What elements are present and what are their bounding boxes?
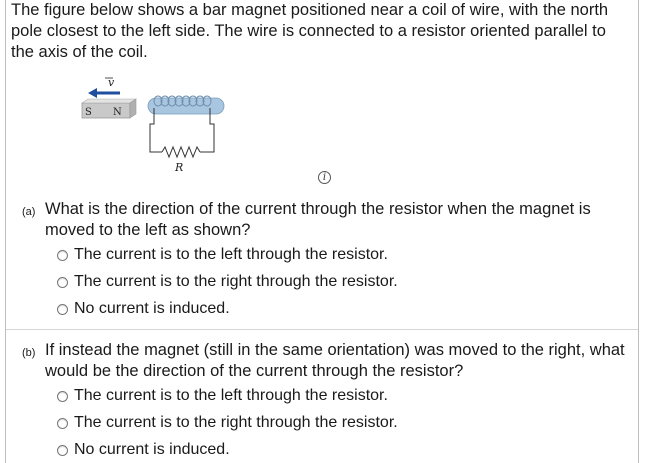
coil-windings [153, 95, 212, 107]
part-b-question-text: If instead the magnet (still in the same… [45, 341, 625, 380]
left-wire [149, 108, 162, 153]
velocity-arrowhead [88, 88, 97, 98]
info-icon[interactable]: i [318, 171, 331, 184]
part-b-tag: (b) [22, 347, 36, 359]
section-divider [6, 329, 638, 330]
radio-button[interactable] [57, 249, 68, 261]
resistor-label: R [174, 161, 183, 174]
radio-button[interactable] [57, 444, 68, 456]
option-label: No current is induced. [74, 441, 230, 458]
right-wire [200, 108, 215, 153]
part-a-option-2[interactable]: The current is to the right through the … [57, 272, 398, 292]
part-a-option-3[interactable]: No current is induced. [57, 299, 230, 319]
radio-button[interactable] [57, 303, 68, 315]
option-label: The current is to the right through the … [74, 273, 398, 290]
problem-intro: The figure below shows a bar magnet posi… [11, 1, 609, 61]
magnet-coil-figure: v S N R [81, 76, 225, 174]
part-b-option-1[interactable]: The current is to the left through the r… [57, 386, 388, 406]
option-label: The current is to the left through the r… [74, 246, 388, 263]
part-a-tag: (a) [22, 206, 36, 218]
part-b-option-3[interactable]: No current is induced. [57, 440, 230, 460]
option-label: The current is to the right through the … [74, 414, 398, 431]
resistor-symbol [161, 145, 201, 159]
velocity-label: v [108, 76, 115, 89]
north-pole-label: N [113, 107, 122, 118]
south-pole-label: S [85, 107, 92, 118]
radio-button[interactable] [57, 276, 68, 288]
content-frame [5, 0, 639, 463]
part-b-option-2[interactable]: The current is to the right through the … [57, 413, 398, 433]
option-label: No current is induced. [74, 300, 230, 317]
radio-button[interactable] [57, 417, 68, 429]
part-a-option-1[interactable]: The current is to the left through the r… [57, 245, 388, 265]
option-label: The current is to the left through the r… [74, 387, 388, 404]
part-a-question-text: What is the direction of the current thr… [45, 200, 591, 239]
radio-button[interactable] [57, 390, 68, 402]
